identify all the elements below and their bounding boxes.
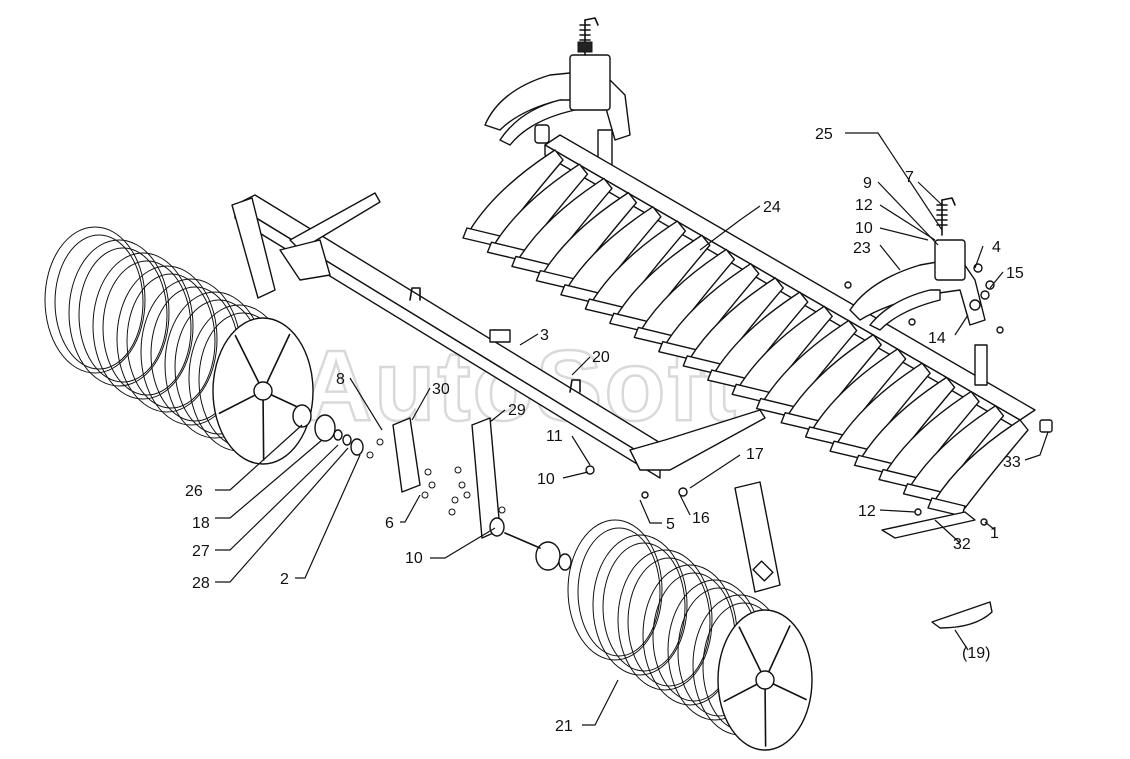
callout-19: (19) <box>962 645 990 662</box>
callout-1: 1 <box>990 525 999 542</box>
callout-10: 10 <box>405 550 423 567</box>
callout-18: 18 <box>192 515 210 532</box>
roller-spring-coil-inner <box>627 557 711 687</box>
harrow-tine <box>755 319 858 418</box>
main-frame-beam <box>231 192 781 593</box>
callout-29: 29 <box>508 402 526 419</box>
harrow-tine <box>462 149 564 247</box>
callout-23: 23 <box>853 240 871 257</box>
callout-9: 9 <box>863 175 872 192</box>
callout-15: 15 <box>1006 265 1024 282</box>
callout-4: 4 <box>992 239 1001 256</box>
mounting-plates <box>292 329 1053 571</box>
callout-17: 17 <box>746 446 764 463</box>
roller-spring-coil <box>617 549 713 691</box>
roller-spoke <box>764 679 767 747</box>
harrow-tine <box>584 220 687 318</box>
harrow-tine <box>682 277 784 375</box>
callout-12: 12 <box>858 503 876 520</box>
roller-spoke <box>738 626 766 681</box>
harrow-tine <box>535 191 638 290</box>
roller-spoke <box>234 334 264 392</box>
callout-30: 30 <box>432 381 450 398</box>
callout-10: 10 <box>855 220 873 237</box>
harrow-tine <box>829 362 931 460</box>
roller-spring-coil <box>44 226 146 374</box>
callout-2: 2 <box>280 571 289 588</box>
roller-spoke <box>262 333 291 392</box>
harrow-tine <box>731 305 833 404</box>
roller-hub <box>253 381 273 401</box>
callout-26: 26 <box>185 483 203 500</box>
callout-14: 14 <box>928 330 946 347</box>
callout-12: 12 <box>855 197 873 214</box>
callout-28: 28 <box>192 575 210 592</box>
roller-spring-coil-inner <box>577 527 661 657</box>
roller-spring-coil-inner <box>602 542 686 672</box>
callout-32: 32 <box>953 536 971 553</box>
callout-10: 10 <box>537 471 555 488</box>
callout-24: 24 <box>763 199 781 216</box>
callout-20: 20 <box>592 349 610 366</box>
roller-spoke <box>262 390 265 461</box>
left-roller-cage <box>44 226 314 465</box>
roller-hub <box>755 670 775 690</box>
right-roller-cage <box>567 519 813 751</box>
roller-spring-coil-inner <box>78 247 168 383</box>
callout-labels: 25 9 7 12 10 24 23 4 15 14 3 20 8 30 29 … <box>185 126 1024 735</box>
harrow-tine <box>633 248 736 347</box>
leader-lines <box>215 132 1049 726</box>
callout-21: 21 <box>555 718 573 735</box>
roller-spring-coil-inner <box>54 234 144 370</box>
harrow-tine-bar <box>462 134 1036 517</box>
callout-7: 7 <box>905 169 914 186</box>
callout-25: 25 <box>815 126 833 143</box>
roller-spring-coil-inner <box>126 273 216 409</box>
roller-spring-coil <box>92 252 194 400</box>
harrow-tine <box>853 376 956 475</box>
callout-3: 3 <box>540 327 549 344</box>
roller-spring-coil <box>567 519 663 661</box>
roller-spring-coil <box>116 265 218 413</box>
roller-spoke <box>764 625 791 681</box>
right-bracket-assembly <box>844 197 1004 386</box>
callout-16: 16 <box>692 510 710 527</box>
harrow-tine <box>707 291 809 389</box>
callout-27: 27 <box>192 543 210 560</box>
roller-spring-coil <box>68 239 170 387</box>
roller-spring-coil-inner <box>102 260 192 396</box>
callout-8: 8 <box>336 371 345 388</box>
roller-spring-coil <box>592 534 688 676</box>
callout-11: 11 <box>546 428 563 445</box>
callout-5: 5 <box>666 516 675 533</box>
callout-6: 6 <box>385 515 394 532</box>
harrow-tine <box>511 177 613 276</box>
callout-33: 33 <box>1003 454 1021 471</box>
blade-parts <box>881 508 993 629</box>
